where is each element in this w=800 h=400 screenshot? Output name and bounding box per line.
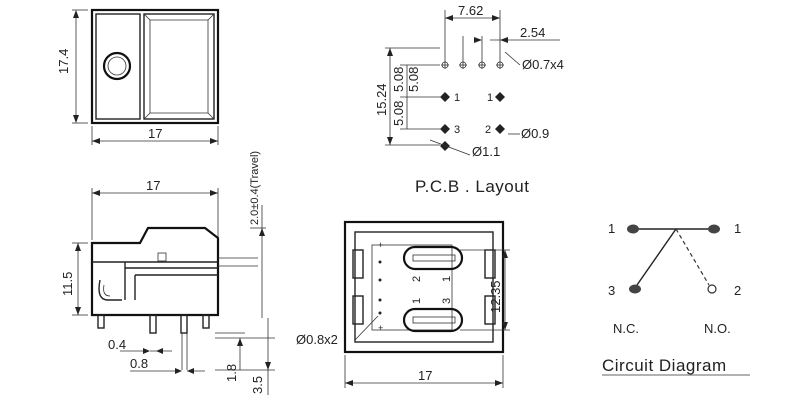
no-label: N.O.	[704, 321, 731, 336]
dim-254: 2.54	[520, 25, 545, 40]
pcb-pin-3-label: 3	[454, 124, 460, 136]
led-lens-icon	[102, 51, 132, 81]
bottom-pin-1a: 1	[441, 276, 453, 282]
dim-top-width: 17	[148, 126, 162, 141]
side-pin-far	[202, 314, 210, 329]
circuit-diagram-title: Circuit Diagram	[602, 356, 727, 375]
dim-18: 1.8	[224, 364, 239, 382]
top-view: 17.4 17	[56, 8, 220, 145]
pcb-pad-2	[495, 124, 505, 134]
bottom-slot-bottom	[402, 307, 464, 333]
contact-2-open	[707, 284, 717, 294]
pcb-pad-1-left	[440, 92, 450, 102]
pcb-layout-title: P.C.B . Layout	[415, 177, 529, 196]
dim-bottom-height: 12.35	[488, 280, 503, 313]
bottom-pin-2a: 2	[411, 276, 423, 282]
bottom-pin-3b: 3	[441, 298, 453, 304]
side-pin-right	[180, 314, 188, 334]
dim-09: Ø0.9	[521, 126, 549, 141]
dim-bottom-width: 17	[418, 368, 432, 383]
top-view-left-panel	[95, 13, 141, 120]
dim-holes: Ø0.8x2	[296, 332, 338, 347]
svg-text:+: +	[378, 240, 383, 250]
top-view-right-panel	[143, 13, 215, 120]
circuit-diagram: 1 3 1 2 N.C. N.O. Circuit Diagram	[602, 221, 750, 376]
pcb-layout: 7.62 2.54 Ø0.7x4 15.24 5.08 5.08 5.08	[374, 3, 564, 196]
dim-hole4: Ø0.7x4	[522, 57, 564, 72]
svg-text:+: +	[378, 323, 383, 333]
nc-contact-line	[636, 228, 677, 286]
contact-1-left	[627, 224, 639, 234]
pcb-pad-1-right	[495, 92, 505, 102]
side-view-body	[90, 226, 220, 317]
side-pin-mid	[149, 314, 157, 334]
side-view: 17 11.5 2.0±0.4(Travel)	[60, 151, 275, 395]
dim-508a: 5.08	[391, 67, 406, 92]
circuit-label-2: 2	[734, 283, 741, 298]
pcb-pin-1b-label: 1	[487, 92, 493, 104]
contact-3	[629, 284, 641, 294]
dim-top-height: 17.4	[56, 49, 71, 74]
dim-11: Ø1.1	[472, 144, 500, 159]
dim-08: 0.8	[130, 356, 148, 371]
dim-508c: 5.08	[391, 101, 406, 126]
bottom-slot-top	[402, 245, 464, 271]
bottom-pin-1b: 1	[411, 298, 423, 304]
dim-04: 0.4	[108, 337, 126, 352]
side-pin-left	[97, 314, 105, 329]
dim-1524: 15.24	[374, 83, 389, 116]
circuit-label-3: 3	[608, 283, 615, 298]
bottom-view: + + 2 1 1 3 Ø0.8x2 12.35 17	[296, 220, 510, 388]
no-contact-line	[675, 228, 710, 286]
pcb-pad-3	[440, 124, 450, 134]
dim-side-width: 17	[146, 178, 160, 193]
nc-label: N.C.	[613, 321, 639, 336]
dim-508b: 5.08	[406, 67, 421, 92]
top-view-button	[149, 19, 209, 114]
dim-travel: 2.0±0.4(Travel)	[249, 151, 261, 225]
dim-side-height: 11.5	[60, 272, 75, 296]
dim-35: 3.5	[250, 376, 265, 394]
dim-762: 7.62	[458, 3, 483, 18]
top-view-outline	[90, 8, 220, 125]
bottom-view-outline	[343, 220, 505, 354]
contact-1-right	[708, 224, 720, 234]
circuit-label-1-right: 1	[734, 221, 741, 236]
pcb-pin-2-label: 2	[485, 124, 491, 136]
pcb-pin-1-label: 1	[454, 92, 460, 104]
circuit-label-1-left: 1	[608, 221, 615, 236]
